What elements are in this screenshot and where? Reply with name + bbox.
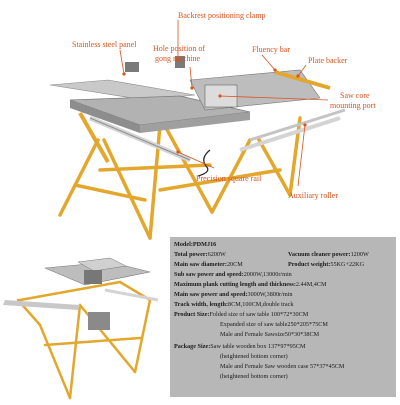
spec-panel: Model:PDMJ16 Total power:6200W Vacuum cl… bbox=[170, 237, 396, 397]
spec-row-sub-saw: Sub saw power and speed:2000W,13000r/min bbox=[174, 271, 292, 278]
secondary-saw-table bbox=[3, 257, 159, 400]
spec-row-product-size-2: Expanded size of saw table250*205*75CM bbox=[220, 321, 328, 328]
spec-row-product-size: Product Size:Folded size of saw table 10… bbox=[174, 311, 309, 318]
label-stainless: Stainless steel panel bbox=[72, 40, 137, 49]
callout-lines bbox=[119, 20, 329, 187]
label-hole-2: gong machine bbox=[155, 54, 201, 63]
spec-row-package-2: (heightened bottom corner) bbox=[220, 353, 288, 360]
spec-row-package-3: Male and Female Saw wooden case 57*37*45… bbox=[220, 363, 345, 370]
fluency-bar bbox=[274, 70, 331, 90]
spec-row-power: Total power:6200W Vacuum cleaner power:1… bbox=[174, 251, 369, 258]
spec-row-max-plank: Maximum plank cutting length and thickne… bbox=[174, 281, 327, 288]
label-saw-core-2: mounting port bbox=[330, 101, 376, 110]
label-hole-1: Hole position of bbox=[153, 44, 205, 53]
label-backrest: Backrest positioning clamp bbox=[178, 11, 266, 20]
label-saw-core-1: Saw core bbox=[340, 91, 370, 100]
spec-row-track: Track width, length:8CM,100CM,double tra… bbox=[174, 301, 294, 308]
roller-rail bbox=[239, 116, 341, 152]
spec-model: Model:PDMJ16 bbox=[174, 241, 217, 248]
spec-row-main-saw: Main saw power and speed:3000W,3800r/min bbox=[174, 291, 293, 298]
main-saw-table bbox=[49, 56, 346, 240]
spec-row-product-size-3: Male and Female Sawsize50*30*38CM bbox=[220, 331, 320, 338]
spec-row-package: Package Size:Saw table wooden box 137*97… bbox=[174, 343, 306, 350]
label-fluency: Fluency bar bbox=[252, 45, 290, 54]
spec-row-package-4: (heightened bottom corner) bbox=[220, 373, 288, 380]
label-plate: Plate backer bbox=[308, 56, 348, 65]
label-auxiliary: Auxiliary roller bbox=[288, 191, 338, 200]
spec-row-diameter: Main saw diameter:20CM Product weight:55… bbox=[174, 261, 365, 268]
label-precision: Precision square rail bbox=[196, 174, 262, 183]
sliding-panel-top bbox=[49, 79, 196, 101]
